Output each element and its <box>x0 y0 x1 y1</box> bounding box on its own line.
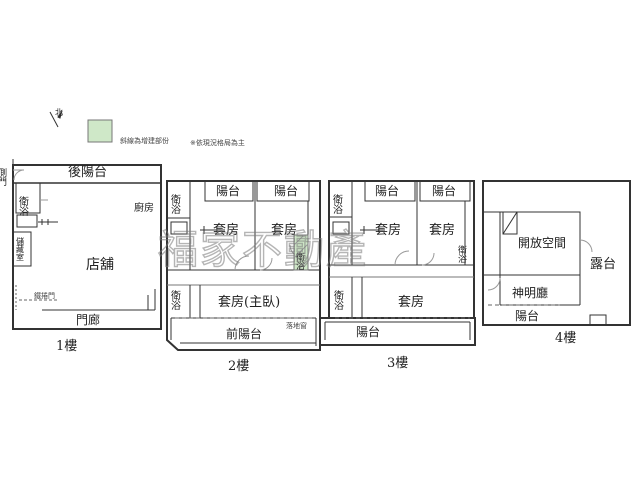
f3-suite-2-label: 套房 <box>429 222 455 238</box>
north-label: 北 <box>55 108 63 117</box>
f2-floor-label: 2樓 <box>228 359 249 374</box>
f1-side-door-label: 側門 <box>0 167 7 187</box>
f2-suite-1-label: 套房 <box>213 222 239 238</box>
f2-suite-2-label: 套房 <box>271 222 297 238</box>
f4-open-space-label: 開放空間 <box>518 235 566 250</box>
f3-suite-3-label: 套房 <box>398 294 424 310</box>
f3-floor-label: 3樓 <box>387 356 408 371</box>
f1-kitchen-label: 廚房 <box>134 201 154 214</box>
f1-bathroom-label: 衛浴 <box>17 195 29 217</box>
f4-floor-label: 4樓 <box>555 331 576 346</box>
f3-balcony-3-label: 陽台 <box>356 324 380 339</box>
f3-bath-2-label: 衛浴 <box>456 244 467 264</box>
floor-3-plan <box>319 180 476 346</box>
f1-floor-label: 1樓 <box>56 339 77 354</box>
f2-window-label: 落地窗 <box>286 321 307 330</box>
floor-1-plan <box>12 159 162 330</box>
north-arrow <box>49 110 63 128</box>
hatch-note: 斜線為增建部份 <box>120 136 169 145</box>
f3-balcony-1-label: 陽台 <box>375 183 399 198</box>
f3-bath-3-label: 衛浴 <box>332 289 344 311</box>
f2-bath-1-label: 衛浴 <box>169 193 181 215</box>
f2-bath-3-label: 衛浴 <box>169 289 181 311</box>
f2-master-suite-label: 套房(主臥) <box>218 294 280 310</box>
f4-shrine-label: 神明廳 <box>512 285 548 300</box>
f3-bath-1-label: 衛浴 <box>331 193 343 215</box>
f4-balcony-label: 陽台 <box>515 308 539 323</box>
f2-bath-2-label: 衛浴 <box>294 251 305 271</box>
f2-front-balcony-label: 前陽台 <box>226 326 262 341</box>
watermark: 福家不動產 <box>158 227 368 273</box>
f1-storage-label: 儲藏室 <box>16 236 25 261</box>
f1-porch-label: 門廊 <box>76 312 100 327</box>
f1-rear-balcony-label: 後陽台 <box>68 165 107 180</box>
floor-2-plan <box>166 180 321 351</box>
f1-rolling-door-label: 鐵捲門 <box>34 291 55 300</box>
f4-terrace-label: 露台 <box>590 257 616 272</box>
f1-shop-label: 店舖 <box>86 257 114 273</box>
f2-balcony-2-label: 陽台 <box>274 183 298 198</box>
f3-balcony-2-label: 陽台 <box>432 183 456 198</box>
floor-4-plan <box>482 180 631 326</box>
hatch-legend-swatch <box>87 119 113 143</box>
f2-balcony-1-label: 陽台 <box>216 183 240 198</box>
layout-note: ※依現況格局為主 <box>190 138 245 147</box>
f3-suite-1-label: 套房 <box>375 222 401 238</box>
